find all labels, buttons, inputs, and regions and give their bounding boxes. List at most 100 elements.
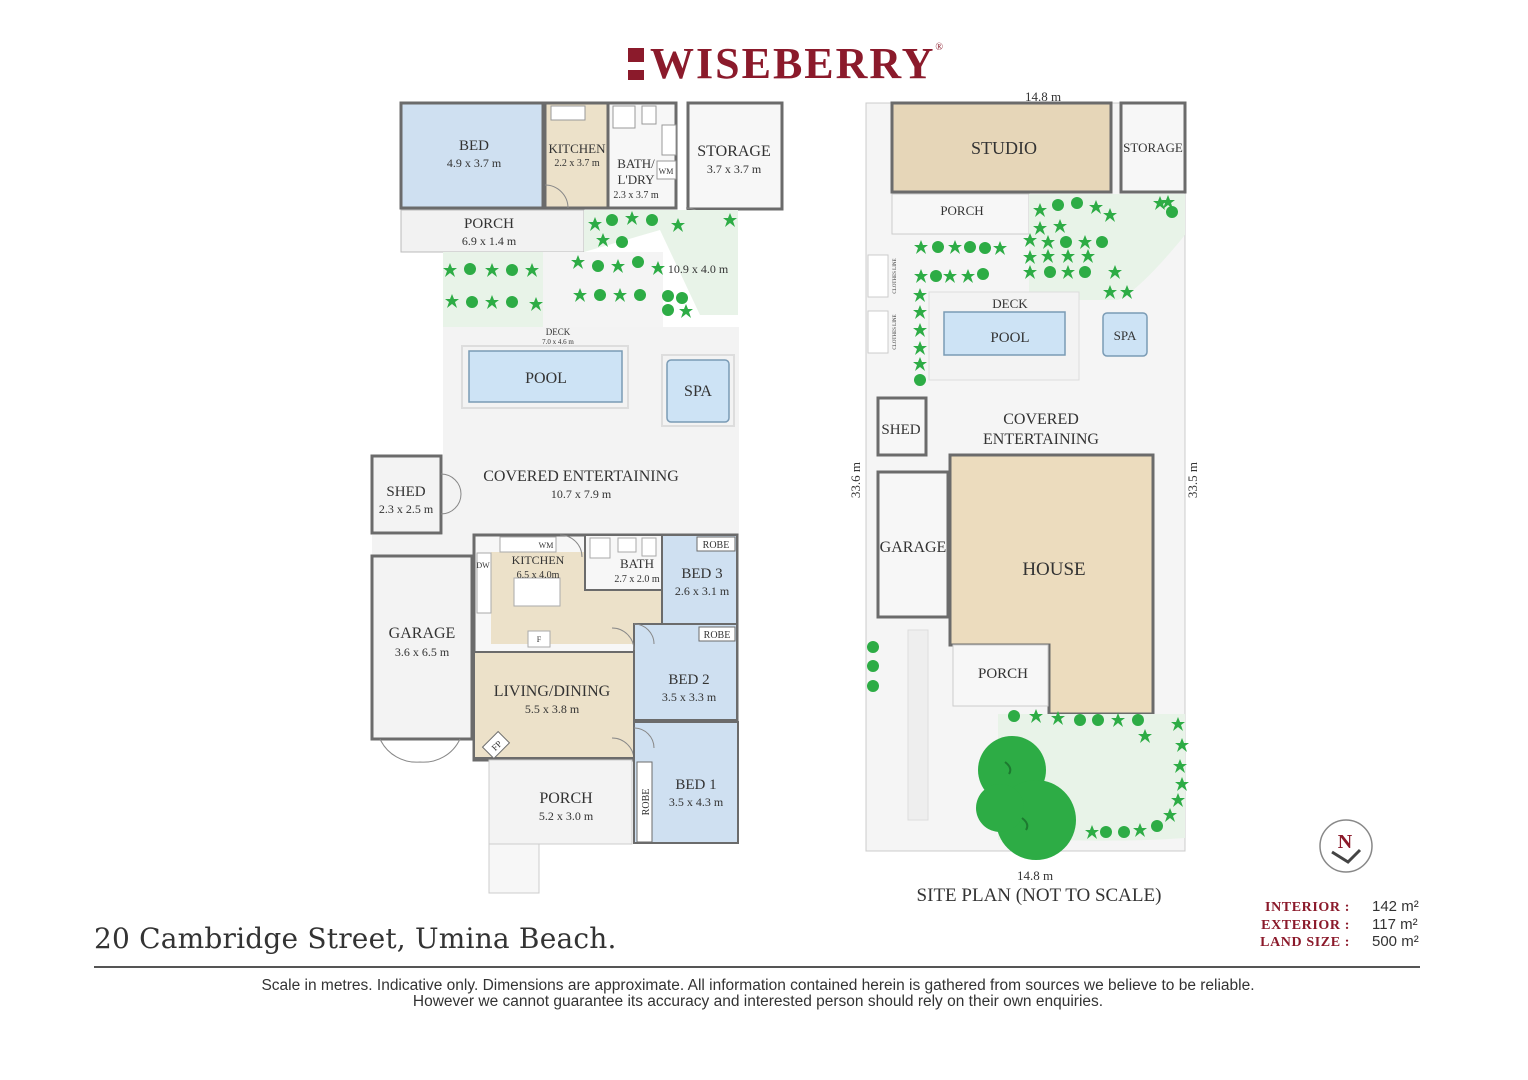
compass-letter: N xyxy=(1338,831,1353,853)
bath-main-label: BATH xyxy=(620,556,654,571)
bed-top-room xyxy=(399,101,545,210)
kitchen-island xyxy=(513,577,561,607)
exterior-label: EXTERIOR : xyxy=(1261,917,1350,933)
kitchen-sink-bench xyxy=(499,536,557,553)
door-swing-icon xyxy=(633,727,655,749)
dw-label: DW xyxy=(476,561,490,570)
pool-label: POOL xyxy=(525,370,567,387)
garage-label: GARAGE xyxy=(389,625,456,642)
covered-entertaining-label: COVERED ENTERTAINING xyxy=(483,468,679,485)
site-deck-label: DECK xyxy=(992,296,1028,311)
garden-dims: 10.9 x 4.0 m xyxy=(668,262,729,276)
site-pool xyxy=(943,311,1066,356)
site-top-width: 14.8 m xyxy=(1025,89,1061,104)
toilet-icon xyxy=(641,105,657,125)
studio-building xyxy=(890,101,1113,194)
porch-front-dims: 5.2 x 3.0 m xyxy=(539,809,594,823)
floor-porch-garden: PORCH 6.9 x 1.4 m 10.9 x 4.0 m xyxy=(400,209,738,327)
garage-door-swing-icon xyxy=(379,738,461,763)
toilet-icon xyxy=(641,537,657,557)
clothes-line-2-label: CLOTHES LINE xyxy=(893,314,898,349)
side-path xyxy=(372,535,473,555)
site-covered-label-1: COVERED xyxy=(1003,411,1079,428)
bed1-dims: 3.5 x 4.3 m xyxy=(669,795,724,809)
bed2-label: BED 2 xyxy=(668,672,709,688)
bed3-label: BED 3 xyxy=(681,566,722,582)
bed2-robe xyxy=(698,626,736,642)
storage-top-label: STORAGE xyxy=(697,143,771,160)
bed1-robe xyxy=(636,761,653,843)
site-driveway xyxy=(907,629,929,821)
site-covered-label-2: ENTERTAINING xyxy=(983,431,1099,448)
living-dining-dims: 5.5 x 3.8 m xyxy=(525,702,580,716)
site-spa xyxy=(1102,312,1148,357)
floor-covered-entertaining: COVERED ENTERTAINING 10.7 x 7.9 m SHED 2… xyxy=(370,454,739,555)
garage-room xyxy=(370,554,474,741)
fridge-label: F xyxy=(537,635,542,644)
covered-entertaining-dims: 10.7 x 7.9 m xyxy=(551,487,612,501)
bath-main-dims: 2.7 x 2.0 m xyxy=(614,574,660,585)
shed-label: SHED xyxy=(386,484,425,500)
shed-dims: 2.3 x 2.5 m xyxy=(379,502,434,516)
disclaimer: Scale in metres. Indicative only. Dimens… xyxy=(261,977,1255,1010)
bed1-robe-label: ROBE xyxy=(641,789,652,816)
living-dining-label: LIVING/DINING xyxy=(494,683,611,700)
bed3-robe-label: ROBE xyxy=(703,540,730,551)
porch-top-area xyxy=(400,209,585,253)
basin-icon xyxy=(661,124,677,156)
area-row-land-size: LAND SIZE : 500 m² xyxy=(1230,933,1430,951)
floor-front: ROBE BED 1 3.5 x 4.3 m GARAGE 3.6 x 6.5 … xyxy=(370,554,739,894)
site-porch-back-label: PORCH xyxy=(940,203,983,218)
wm-label-main: WM xyxy=(539,541,554,550)
floor-top-building: BED 4.9 x 3.7 m KITCHEN 2.2 x 3.7 m BATH… xyxy=(399,101,784,231)
site-pool-label: POOL xyxy=(990,330,1029,346)
storage-top-room xyxy=(686,101,784,211)
porch-top-label: PORCH xyxy=(464,216,514,232)
kitchen-main-dims: 6.5 x 4.0m xyxy=(517,570,560,581)
site-garage-label: GARAGE xyxy=(880,539,947,556)
site-storage-label: STORAGE xyxy=(1123,140,1183,155)
exterior-value: 117 m² xyxy=(1372,915,1418,933)
door-swing-icon xyxy=(633,623,655,645)
bath-laundry-label-2: L'DRY xyxy=(617,172,655,187)
site-spa-label: SPA xyxy=(1114,328,1137,343)
brand-mark-icon xyxy=(628,48,644,80)
site-bottom-width: 14.8 m xyxy=(1017,868,1053,883)
storage-top-dims: 3.7 x 3.7 m xyxy=(707,162,762,176)
kitchen-top-label: KITCHEN xyxy=(548,141,606,156)
deck-dims: 7.0 x 4.6 m xyxy=(542,338,574,346)
clothes-line-1 xyxy=(867,254,889,298)
porch-front-area xyxy=(488,759,633,845)
site-plan-title: SITE PLAN (NOT TO SCALE) xyxy=(917,885,1162,906)
bed3-dims: 2.6 x 3.1 m xyxy=(675,584,730,598)
basin-icon xyxy=(617,537,637,553)
kitchen-main-label: KITCHEN xyxy=(512,553,565,567)
floor-main-house: DW WM F KITCHEN 6.5 x 4.0m BATH 2.7 x 2.… xyxy=(472,533,739,762)
site-shed xyxy=(876,396,928,457)
covered-entertaining-area xyxy=(443,454,739,535)
washing-machine-icon xyxy=(656,160,677,180)
porch-top-dims: 6.9 x 1.4 m xyxy=(462,234,517,248)
site-garage xyxy=(876,470,950,619)
fridge-icon xyxy=(527,630,551,648)
area-row-exterior: EXTERIOR : 117 m² xyxy=(1230,916,1430,934)
site-house-label: HOUSE xyxy=(1022,559,1085,580)
fireplace-icon: FP xyxy=(481,730,511,760)
kitchen-top-dims: 2.2 x 3.7 m xyxy=(554,158,600,169)
spa-label: SPA xyxy=(684,383,712,400)
area-summary: INTERIOR : 142 m² EXTERIOR : 117 m² LAND… xyxy=(1230,898,1430,951)
site-porch-back xyxy=(891,193,1030,235)
spa-coping xyxy=(661,354,735,427)
door-swing-icon xyxy=(559,534,583,558)
brand-registered: ® xyxy=(935,42,944,53)
garden-left xyxy=(443,252,543,327)
bed2-dims: 3.5 x 3.3 m xyxy=(662,690,717,704)
site-tree-icon xyxy=(976,736,1076,860)
site-porch-front-label: PORCH xyxy=(978,666,1028,682)
door-swing-icon xyxy=(544,184,569,209)
bed2-robe-label: ROBE xyxy=(704,630,731,641)
shower-icon xyxy=(612,105,636,129)
bed3-robe xyxy=(696,536,736,552)
site-right-depth: 33.5 m xyxy=(1185,462,1200,498)
